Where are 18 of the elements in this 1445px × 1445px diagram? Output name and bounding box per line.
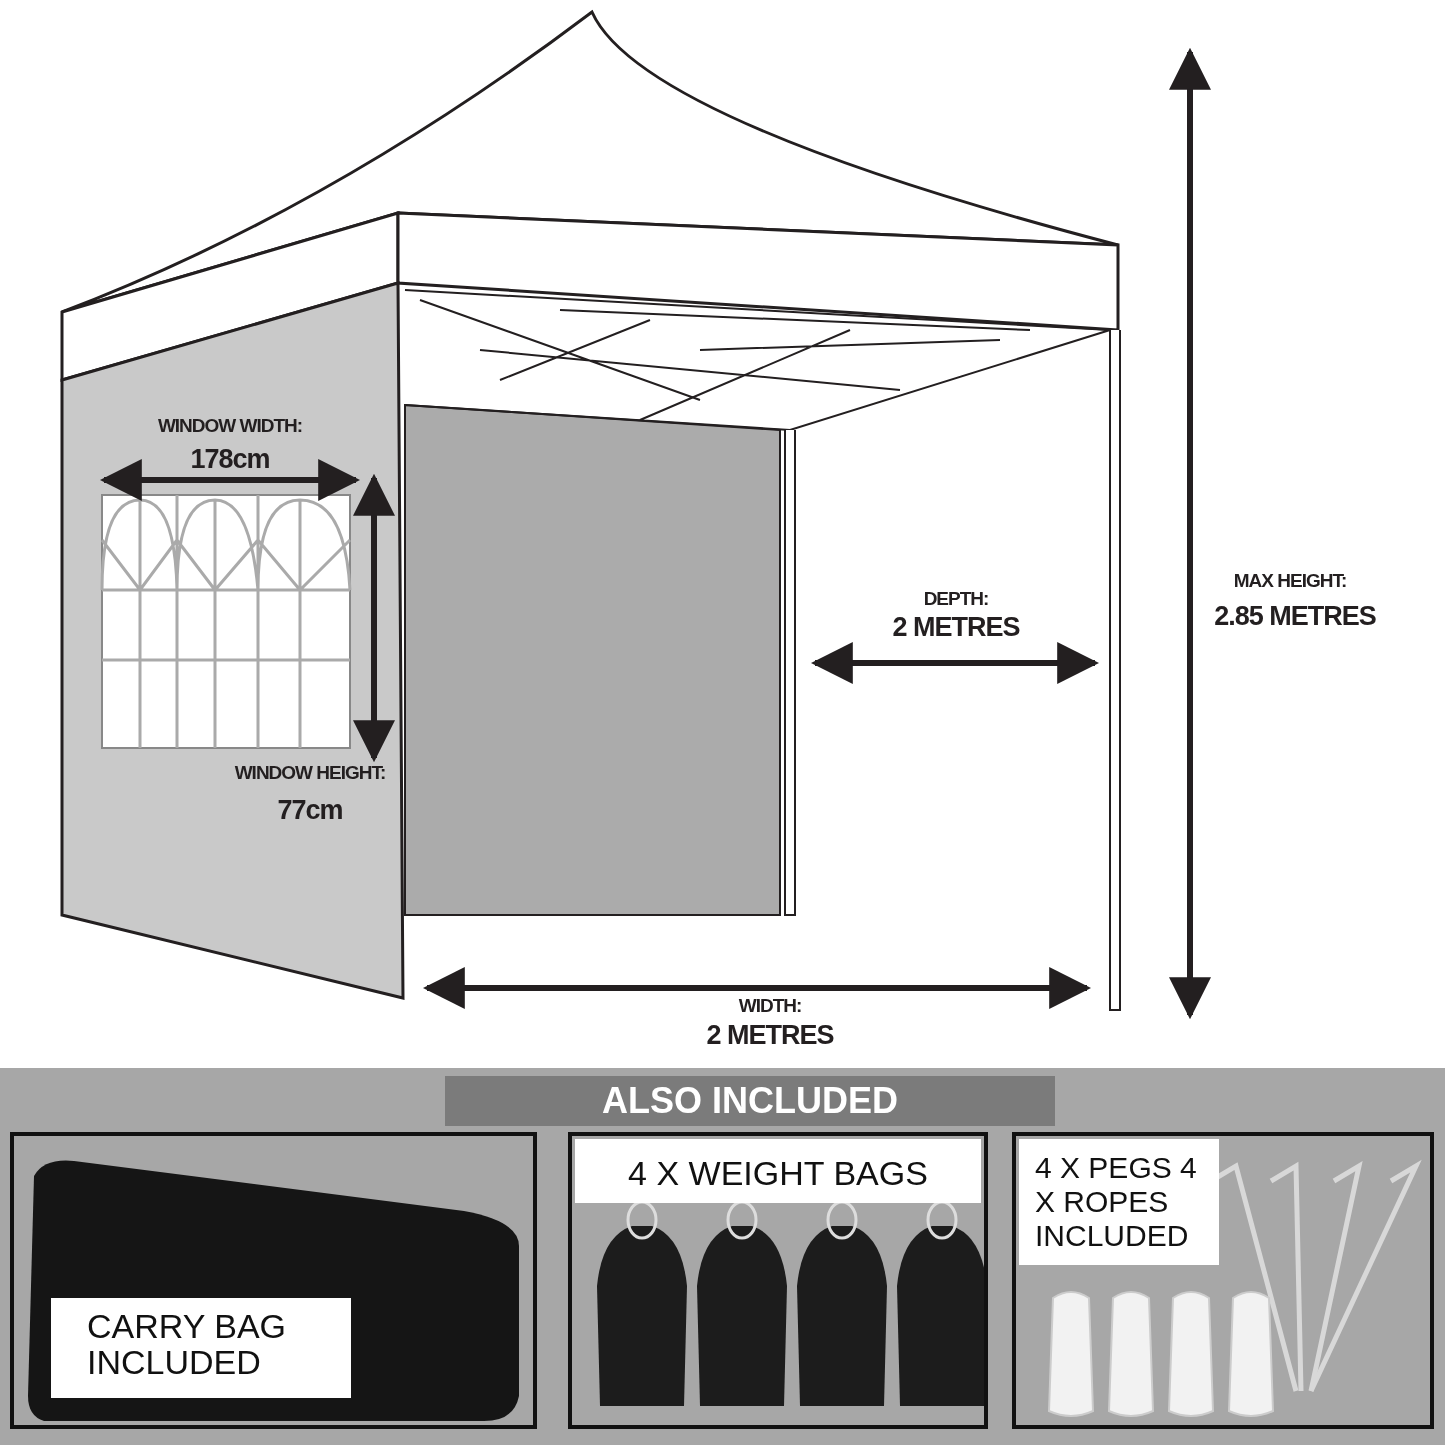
item-panel: [10, 1132, 537, 1429]
dimension-value: 2.85 METRES: [1214, 601, 1376, 632]
dimension-value: 178cm: [190, 444, 270, 475]
dimension-value: 77cm: [277, 795, 343, 826]
item-panel: [568, 1132, 988, 1429]
dimension-label: MAX HEIGHT:: [1233, 570, 1347, 592]
dimension-label: DEPTH:: [923, 588, 989, 610]
item-caption: 4 X PEGS 4 X ROPES INCLUDED: [1019, 1139, 1219, 1265]
dimension-label: WINDOW HEIGHT:: [234, 762, 386, 784]
heading-banner: ALSO INCLUDED: [445, 1076, 1055, 1126]
dimension-label: WIDTH:: [738, 995, 802, 1017]
dimension-value: 2 METRES: [706, 1020, 834, 1051]
dimension-value: 2 METRES: [892, 612, 1020, 643]
item-caption: CARRY BAG INCLUDED: [51, 1298, 351, 1398]
dimension-label: WINDOW WIDTH:: [157, 415, 303, 437]
item-panel: [1012, 1132, 1434, 1429]
item-caption: 4 X WEIGHT BAGS: [575, 1139, 981, 1203]
section-panel: [0, 1068, 1445, 1445]
